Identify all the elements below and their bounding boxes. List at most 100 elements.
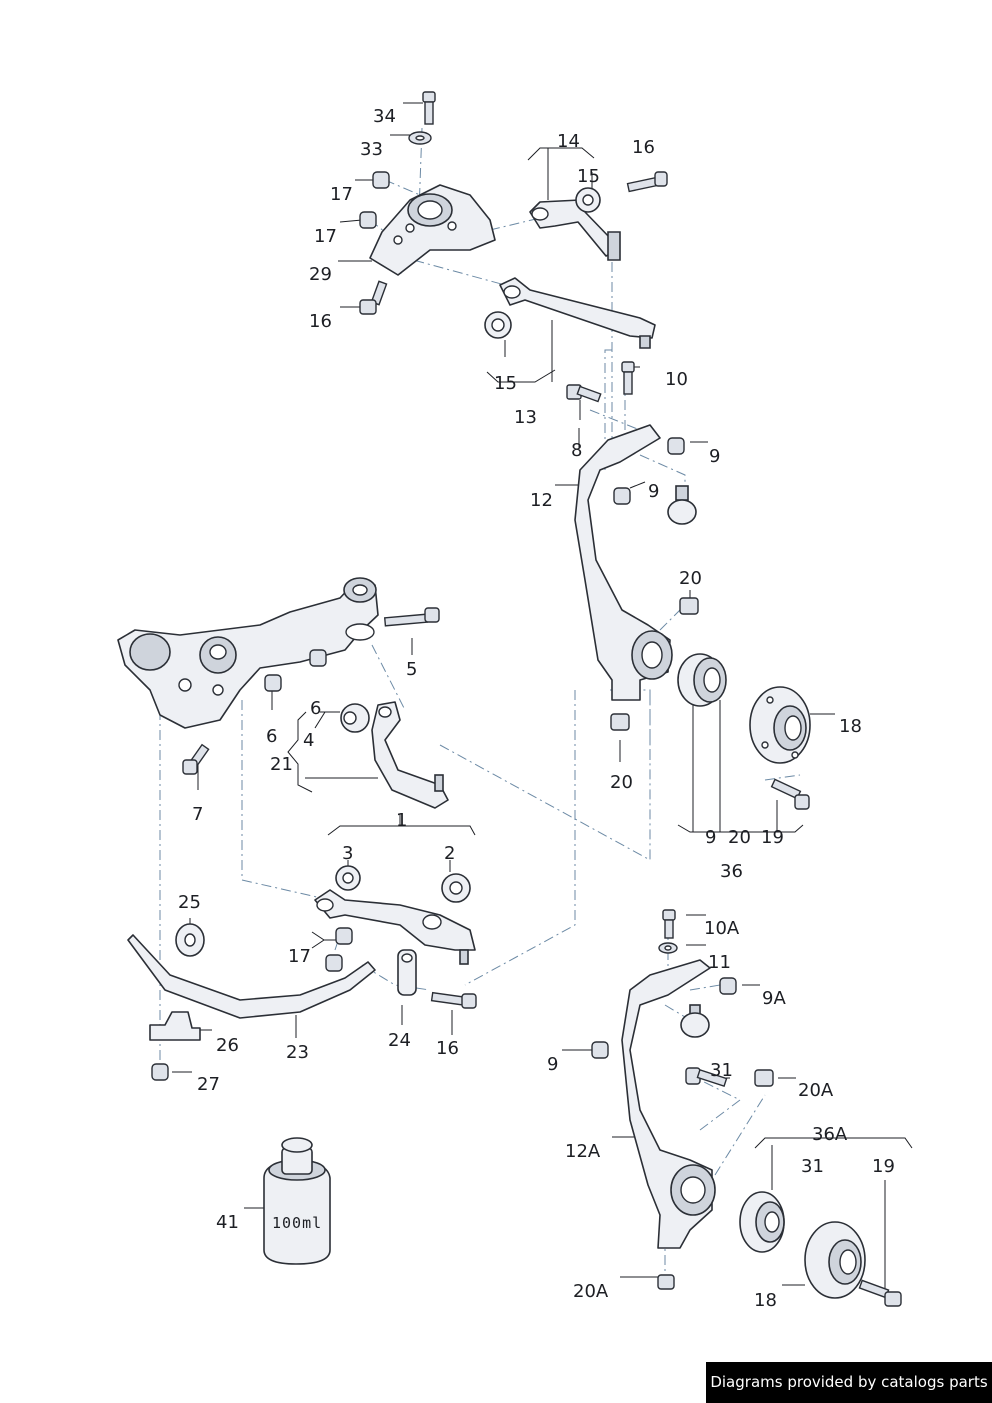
label-25: 25: [178, 892, 201, 913]
label-31: 31: [710, 1060, 733, 1081]
label-7: 7: [192, 804, 203, 825]
bearing-mount-29: [369, 184, 496, 276]
label-14: 14: [557, 131, 580, 152]
steering-knuckle-12: [574, 424, 673, 701]
nut-20A-lower: [657, 1274, 675, 1290]
wheel-bearing-31: [739, 1191, 785, 1253]
label-8: 8: [571, 440, 582, 461]
label-36: 36: [720, 861, 743, 882]
nut-17-upper: [372, 171, 390, 189]
label-10A: 10A: [704, 918, 740, 939]
nut-20A-upper: [754, 1069, 774, 1087]
label-15: 15: [494, 373, 517, 394]
leader-lines: [172, 102, 913, 1290]
bolt-19: [770, 778, 810, 810]
bushing-15-upper: [575, 187, 601, 213]
nut-9A: [719, 977, 737, 995]
bolt-8: [566, 384, 602, 403]
bolt-16-lower: [430, 991, 477, 1009]
label-9: 9: [547, 1054, 558, 1075]
label-20A: 20A: [573, 1281, 609, 1302]
grease-can-41: 100ml: [263, 1137, 331, 1265]
label-36A: 36A: [812, 1124, 848, 1145]
label-41: 41: [216, 1212, 239, 1233]
label-17: 17: [314, 226, 337, 247]
bolt-5: [383, 607, 440, 627]
nut-27: [151, 1063, 169, 1081]
bolt-7: [182, 743, 210, 775]
nut-6-lower: [264, 674, 282, 692]
label-2: 2: [444, 843, 455, 864]
label-12A: 12A: [565, 1141, 601, 1162]
control-arm-21: [371, 701, 449, 809]
bolt-10: [621, 361, 635, 395]
label-6: 6: [266, 726, 277, 747]
coupling-rod-24: [397, 949, 417, 996]
stabilizer-bushing-25: [175, 923, 205, 957]
nut-9-lower: [591, 1041, 609, 1059]
bolt-10A: [662, 909, 676, 939]
label-17: 17: [288, 946, 311, 967]
label-9: 9: [709, 446, 720, 467]
bushing-2: [441, 873, 471, 903]
bushing-4: [340, 703, 370, 733]
nut-9-middle: [613, 487, 631, 505]
label-20A: 20A: [798, 1080, 834, 1101]
label-16: 16: [436, 1038, 459, 1059]
ball-joint: [667, 485, 697, 525]
label-34: 34: [373, 106, 396, 127]
bushing-15-lower: [484, 311, 512, 339]
label-15: 15: [577, 166, 600, 187]
nut-17-middle: [359, 211, 377, 229]
label-11: 11: [708, 952, 731, 973]
part-labels: 34 33 17 17 29 16 14 16 15 15 13 10 8 9 …: [178, 106, 895, 1311]
label-19: 19: [872, 1156, 895, 1177]
label-24: 24: [388, 1030, 411, 1051]
label-9: 9: [705, 827, 716, 848]
label-4: 4: [303, 730, 314, 751]
label-17: 17: [330, 184, 353, 205]
label-16: 16: [309, 311, 332, 332]
bolt-16-upper-left: [359, 280, 388, 315]
nut-6-upper: [309, 649, 327, 667]
bolt-31: [685, 1067, 728, 1088]
label-3: 3: [342, 843, 353, 864]
label-31: 31: [801, 1156, 824, 1177]
label-9A: 9A: [762, 988, 786, 1009]
bushing-3: [335, 865, 361, 891]
washer-11: [658, 942, 678, 954]
bolt-34: [422, 91, 436, 125]
bolt-16-upper-right: [626, 171, 668, 193]
lower-control-arm-1: [314, 889, 476, 965]
nut-17-lower: [325, 927, 353, 972]
label-12: 12: [530, 490, 553, 511]
label-26: 26: [216, 1035, 239, 1056]
label-23: 23: [286, 1042, 309, 1063]
label-13: 13: [514, 407, 537, 428]
label-10: 10: [665, 369, 688, 390]
label-6: 6: [310, 698, 321, 719]
label-29: 29: [309, 264, 332, 285]
label-21: 21: [270, 754, 293, 775]
nut-9-upper: [667, 437, 685, 455]
label-33: 33: [360, 139, 383, 160]
ball-joint-lower: [680, 1004, 710, 1038]
wheel-bearing: [677, 653, 727, 707]
clamp-26: [149, 1011, 201, 1041]
label-5: 5: [406, 659, 417, 680]
stabilizer-bar-23: [127, 934, 376, 1019]
washer-33: [408, 131, 432, 145]
can-volume-label: 100ml: [272, 1214, 322, 1232]
label-19: 19: [761, 827, 784, 848]
subframe: [117, 577, 379, 729]
upper-control-arm-14: [529, 199, 621, 261]
label-1: 1: [396, 810, 407, 831]
label-16: 16: [632, 137, 655, 158]
label-20: 20: [679, 568, 702, 589]
label-20: 20: [728, 827, 751, 848]
steering-knuckle-12A: [621, 959, 716, 1249]
label-18: 18: [754, 1290, 777, 1311]
wheel-hub-18: [749, 686, 811, 764]
attribution-banner: Diagrams provided by catalogs parts: [706, 1362, 992, 1403]
